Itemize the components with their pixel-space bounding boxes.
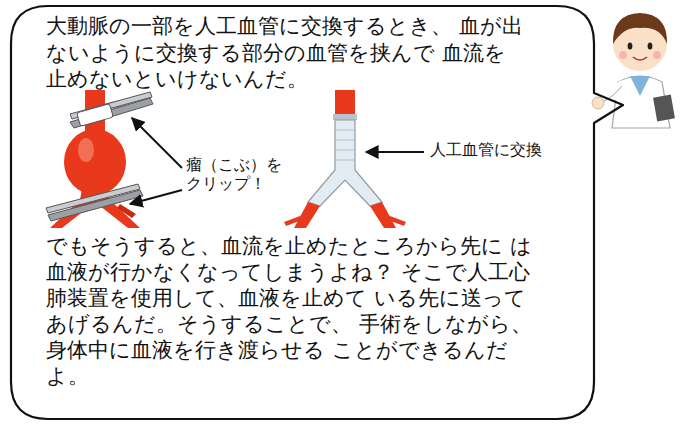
clamp xyxy=(46,184,143,221)
leader-arrow xyxy=(130,190,182,204)
speech-bubble: 大動脈の一部を人工血管に交換するとき、 血が出ないように交換する部分の血管を挟ん… xyxy=(10,5,595,420)
speech-text: でもそうすると、血流を止めたところから先に は血液が行かなくなってしまうよね？ … xyxy=(46,233,536,389)
speech-text: 大動脈の一部を人工血管に交換するとき、 血が出ないように交換する部分の血管を挟ん… xyxy=(46,13,526,93)
aorta-graft xyxy=(284,90,406,228)
bubble-outline xyxy=(11,6,623,419)
clamp xyxy=(70,92,153,128)
callout-label: 瘤（こぶ）を クリップ！ xyxy=(186,156,298,195)
callout-label: 人工血管に交換 xyxy=(430,140,570,160)
doctor-figure xyxy=(592,13,675,128)
leader-arrow xyxy=(366,151,424,153)
leader-arrow xyxy=(132,118,182,168)
